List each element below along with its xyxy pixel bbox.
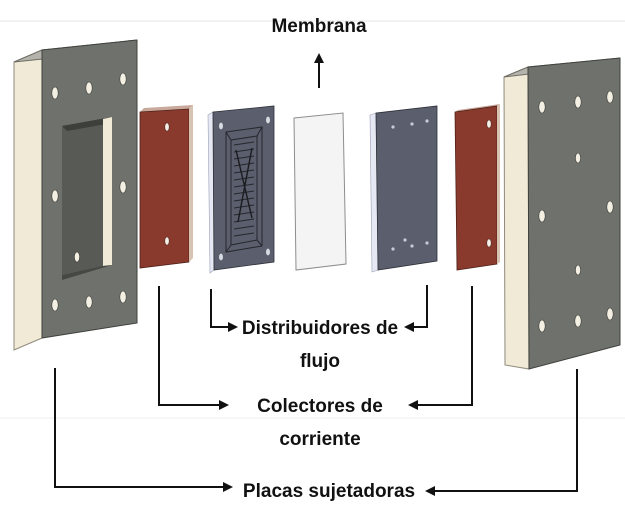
right-distributor-arrow [404,285,428,332]
right-clamp-plate [503,57,621,370]
right-flow-distributor [369,105,438,273]
right-current-collector [454,104,500,271]
label-membrane: Membrana [271,16,366,37]
left-flow-distributor [207,105,275,274]
label-current-collectors-line2: corriente [279,429,360,450]
left-current-collector [139,105,193,269]
right-collector-arrow [408,286,473,410]
callout-arrows [54,53,578,496]
label-flow-distributors-line1: Distribuidores de [242,318,398,339]
left-plate-arrow [54,368,233,492]
label-clamp-plates: Placas sujetadoras [243,481,415,502]
left-clamp-plate [13,39,138,351]
label-flow-distributors-line2: flujo [300,351,340,372]
label-current-collectors-line1: Colectores de [257,396,383,417]
left-collector-arrow [158,286,229,410]
right-plate-arrow [425,369,578,496]
membrane-sheet [293,112,347,271]
left-distributor-arrow [210,289,238,332]
